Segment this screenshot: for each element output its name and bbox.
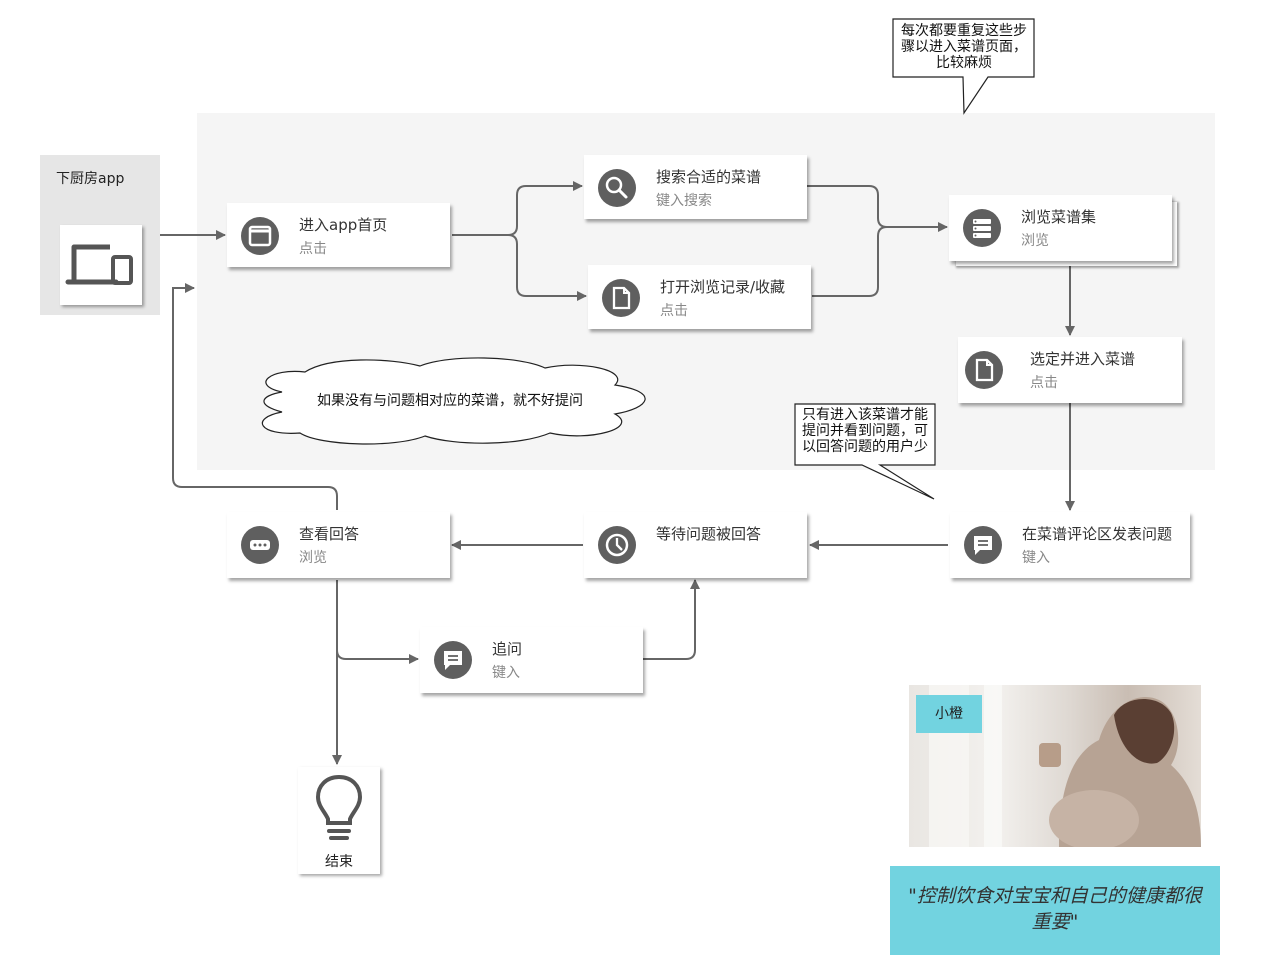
step-title: 搜索合适的菜谱: [656, 168, 762, 186]
device-panel: 下厨房app: [40, 155, 160, 315]
connector-followup-wait: [643, 579, 700, 660]
connector-home-history: [507, 234, 587, 301]
cloud-note: 如果没有与问题相对应的菜谱，就不好提问: [317, 393, 583, 409]
step-title: 等待问题被回答: [656, 525, 762, 543]
step-action: 浏览: [1021, 233, 1049, 249]
window-icon: [241, 217, 279, 255]
step-title: 查看回答: [299, 525, 360, 543]
comment-icon: [434, 641, 472, 679]
step-wait-answer[interactable]: 等待问题被回答: [584, 512, 807, 578]
device-card[interactable]: [60, 225, 142, 305]
connector-home-search: [452, 181, 583, 236]
step-enter-home[interactable]: 进入app首页 点击: [227, 203, 450, 267]
end-label: 结束: [325, 854, 353, 870]
step-post-question[interactable]: 在菜谱评论区发表问题 键入: [950, 512, 1190, 578]
callout-top-shape: [892, 18, 1035, 115]
list-icon: [963, 209, 1001, 247]
document-icon: [965, 351, 1003, 389]
connector-view-loop: [172, 283, 338, 510]
ellipsis-icon: [241, 526, 279, 564]
comment-icon: [964, 526, 1002, 564]
callout-top: 每次都要重复这些步骤以进入菜谱页面，比较麻烦: [901, 23, 1027, 71]
step-title: 进入app首页: [299, 216, 388, 234]
step-title: 浏览菜谱集: [1021, 208, 1097, 226]
step-action: 键入: [1022, 550, 1050, 566]
search-icon: [598, 169, 636, 207]
step-select-recipe[interactable]: 选定并进入菜谱 点击: [958, 337, 1182, 403]
callout-middle: 只有进入该菜谱才能提问并看到问题，可以回答问题的用户少: [802, 407, 928, 455]
device-label: 下厨房app: [56, 171, 125, 187]
step-action: 点击: [1030, 375, 1058, 391]
document-icon: [602, 279, 640, 317]
step-title: 选定并进入菜谱: [1030, 350, 1136, 368]
step-browse-collection[interactable]: 浏览菜谱集 浏览: [949, 195, 1172, 261]
step-open-history[interactable]: 打开浏览记录/收藏 点击: [588, 265, 811, 329]
step-search-recipe[interactable]: 搜索合适的菜谱 键入搜索: [584, 155, 807, 219]
end-node[interactable]: 结束: [298, 767, 380, 874]
cloud-shape: [261, 357, 646, 445]
step-action: 键入搜索: [656, 193, 712, 209]
callout-middle-shape: [794, 403, 936, 500]
step-follow-up[interactable]: 追问 键入: [420, 627, 643, 693]
lightbulb-icon: [315, 774, 363, 840]
persona-photo: 小橙: [909, 685, 1201, 847]
devices-icon: [65, 244, 133, 285]
clock-icon: [598, 526, 636, 564]
persona-quote-text: "控制饮食对宝宝和自己的健康都很重要": [908, 885, 1202, 933]
connector-search-browse: [807, 185, 948, 232]
persona-name: 小橙: [916, 695, 982, 733]
step-title: 打开浏览记录/收藏: [660, 278, 786, 296]
step-action: 点击: [660, 303, 688, 319]
step-action: 浏览: [299, 550, 327, 566]
connector-view-followup: [336, 649, 419, 664]
persona-quote: "控制饮食对宝宝和自己的健康都很重要": [890, 866, 1220, 955]
step-action: 点击: [299, 241, 327, 257]
step-title: 追问: [492, 640, 523, 658]
step-action: 键入: [492, 665, 520, 681]
step-view-answer[interactable]: 查看回答 浏览: [227, 512, 450, 578]
connector-history-browse: [812, 226, 888, 297]
step-title: 在菜谱评论区发表问题: [1022, 525, 1173, 543]
